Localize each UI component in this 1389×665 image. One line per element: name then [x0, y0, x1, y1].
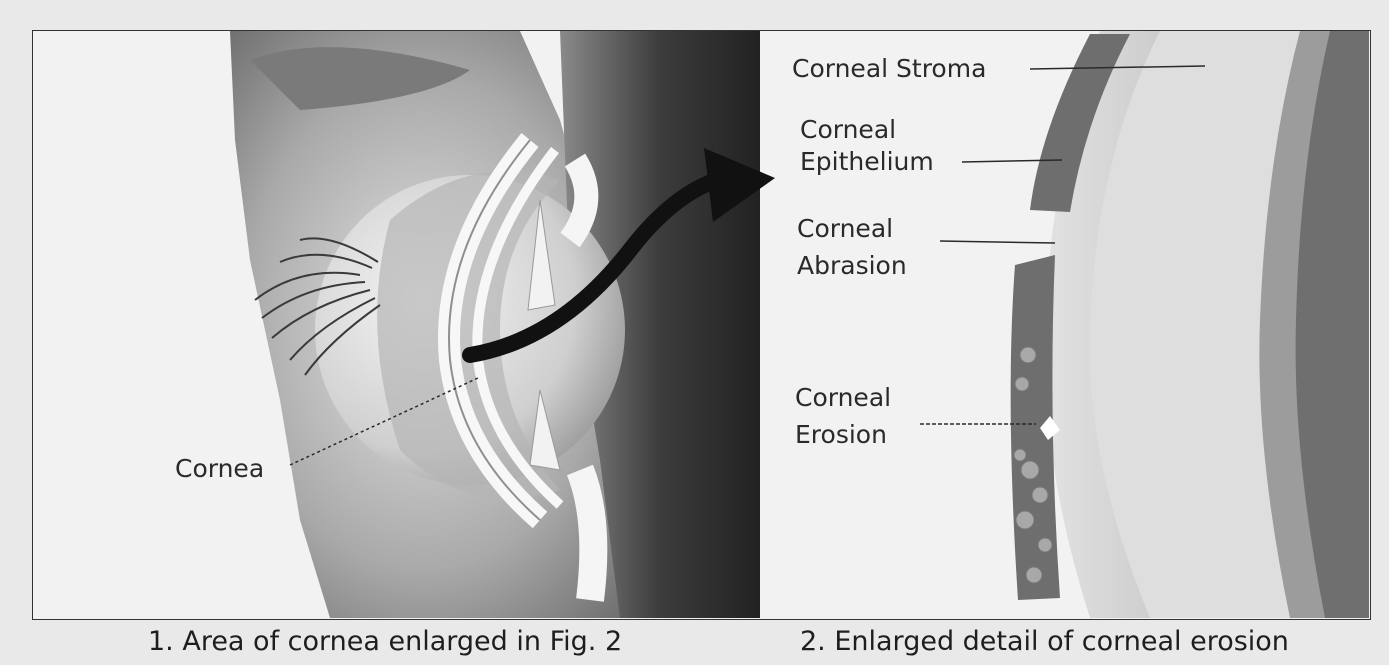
- label-epithelium-line1: Corneal: [800, 115, 896, 144]
- label-erosion-line2: Erosion: [795, 420, 887, 449]
- label-abrasion-line1: Corneal: [797, 214, 893, 243]
- label-corneal-stroma: Corneal Stroma: [792, 54, 986, 83]
- caption-figure-1: 1. Area of cornea enlarged in Fig. 2: [148, 626, 622, 657]
- label-cornea: Cornea: [175, 454, 264, 483]
- label-abrasion-line2: Abrasion: [797, 251, 907, 280]
- label-epithelium-line2: Epithelium: [800, 147, 934, 176]
- label-erosion-line1: Corneal: [795, 383, 891, 412]
- caption-figure-2: 2. Enlarged detail of corneal erosion: [800, 626, 1289, 657]
- cornea-detail: [1011, 31, 1369, 618]
